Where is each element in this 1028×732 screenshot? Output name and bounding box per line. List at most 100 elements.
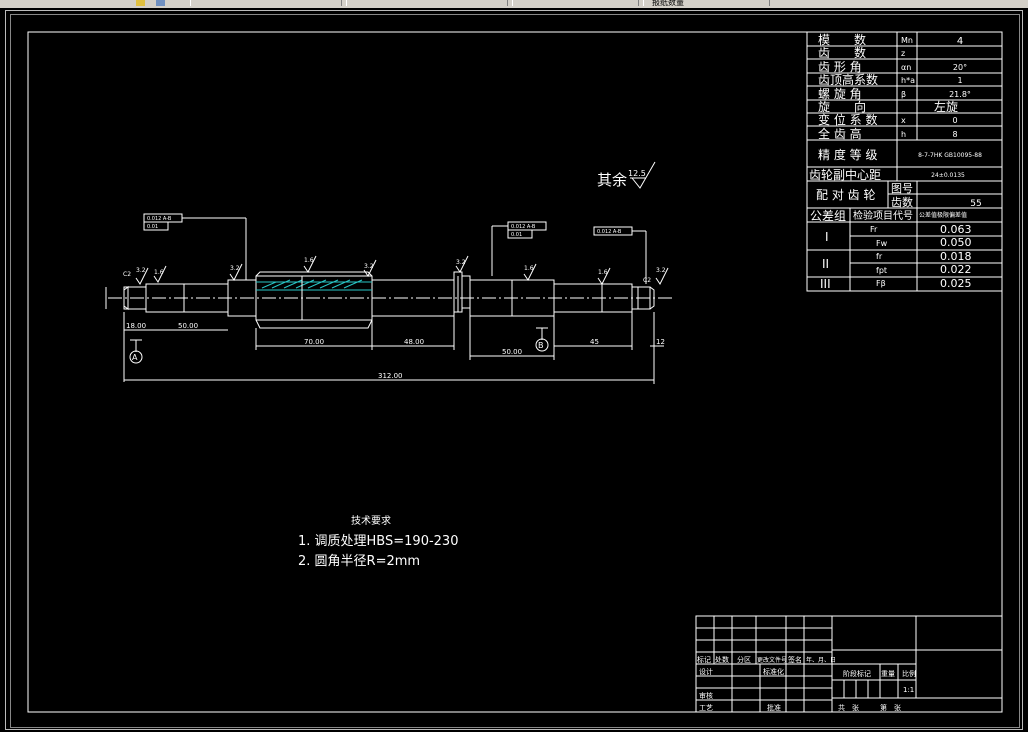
gear-row-6-val: 0 bbox=[952, 116, 957, 125]
roughness-1: 3.2 bbox=[136, 267, 146, 274]
roughness-2: 1.6 bbox=[154, 269, 164, 276]
toolbar-tab-4[interactable] bbox=[643, 0, 770, 6]
drawing-mid-frame bbox=[10, 14, 1020, 728]
shaft-drawing bbox=[108, 271, 672, 329]
gear-row-6-name: 变 位 系 数 bbox=[818, 112, 877, 127]
gear-row-0-sym: Mn bbox=[901, 36, 913, 45]
toolbar-icon-b[interactable] bbox=[156, 0, 165, 6]
toolbar-icon-a[interactable] bbox=[136, 0, 145, 6]
datum-a-label: A bbox=[132, 353, 138, 362]
dimension-lines bbox=[123, 312, 664, 384]
tol-group-II: II bbox=[822, 257, 829, 271]
gear-row-3-sym: h*a bbox=[901, 76, 915, 85]
rest-roughness-value: 12.5 bbox=[628, 169, 646, 178]
tol-val-1: 0.050 bbox=[940, 236, 972, 249]
tb-stage: 阶段标记 bbox=[843, 669, 871, 678]
toolbar-strip: 报纸数量 bbox=[0, 0, 1028, 8]
tb-mark: 标记 bbox=[697, 655, 711, 664]
gear-row-4-sym: β bbox=[901, 90, 906, 99]
tol-frame-1b: 0.01 bbox=[147, 224, 158, 230]
dim-70: 70.00 bbox=[304, 338, 324, 346]
toolbar-tab-label: 报纸数量 bbox=[652, 0, 684, 7]
tb-date: 年、月、日 bbox=[806, 656, 836, 664]
tol-frame-1a: 0.012 A-B bbox=[147, 216, 172, 222]
tb-sheet-total: 共 张 bbox=[838, 703, 859, 712]
gear-row-2-sym: αn bbox=[901, 63, 911, 72]
dim-18: 18.00 bbox=[126, 322, 146, 330]
dim-48: 48.00 bbox=[404, 338, 424, 346]
dim-12: 12 bbox=[656, 338, 665, 346]
tolerance-value-label: 公差值极限偏差值 bbox=[919, 211, 967, 219]
toolbar-tab-2[interactable] bbox=[346, 0, 508, 6]
gear-row-4-val: 21.8° bbox=[949, 90, 971, 99]
tol-code-4: Fβ bbox=[876, 279, 886, 288]
gear-row-0-val: 4 bbox=[957, 36, 963, 47]
gear-row-0-name: 模 数 bbox=[818, 32, 866, 47]
gear-row-6-sym: x bbox=[901, 116, 906, 125]
gear-row-2-val: 20° bbox=[953, 63, 967, 72]
tolerance-group-label: 公差组 bbox=[810, 209, 846, 223]
gear-hatching bbox=[261, 279, 363, 289]
center-distance-label: 齿轮副中心距 bbox=[809, 167, 881, 182]
dim-50-left: 50.00 bbox=[178, 322, 198, 330]
datum-markers bbox=[129, 327, 549, 364]
tolerance-frames bbox=[143, 213, 647, 284]
gear-row-4-name: 螺 旋 角 bbox=[818, 87, 862, 101]
tol-group-III: III bbox=[820, 277, 831, 291]
dim-total: 312.00 bbox=[378, 372, 403, 380]
tb-standard: 标准化 bbox=[763, 667, 784, 676]
gear-row-7-sym: h bbox=[901, 130, 906, 139]
gear-table-values: 4 20° 1 21.8° 左旋 0 8 bbox=[934, 36, 971, 139]
roughness-8: 1.6 bbox=[598, 269, 608, 276]
tb-sign: 签名 bbox=[788, 655, 802, 664]
inspection-item-label: 检验项目代号 bbox=[853, 209, 913, 222]
gear-table-text: 模 数 齿 数 齿 形 角 齿顶高系数 螺 旋 角 旋 向 变 位 系 数 全 … bbox=[818, 32, 878, 141]
tol-frame-3: 0.012 A-B bbox=[597, 229, 622, 235]
tol-val-3: 0.022 bbox=[940, 263, 972, 276]
mating-teeth-label: 齿数 bbox=[891, 196, 913, 209]
tech-req-title: 技术要求 bbox=[351, 514, 391, 527]
roughness-4: 1.6 bbox=[304, 257, 314, 264]
tech-req-item-1: 1. 调质处理HBS=190-230 bbox=[298, 534, 458, 549]
gear-row-2-name: 齿 形 角 bbox=[818, 60, 862, 74]
gear-row-7-val: 8 bbox=[952, 130, 957, 139]
gear-table-symbols: Mn z αn h*a β x h bbox=[901, 36, 915, 139]
title-block-text: 标记 处数 分区 更改文件号 签名 年、月、日 设计 标准化 审核 工艺 批准 … bbox=[697, 655, 916, 712]
gear-row-3-name: 齿顶高系数 bbox=[818, 72, 878, 87]
tech-req-item-2: 2. 圆角半径R=2mm bbox=[298, 554, 420, 569]
tol-frame-2a: 0.012 A-B bbox=[511, 224, 536, 230]
chamfer-right: C2 bbox=[643, 277, 651, 284]
tb-review: 审核 bbox=[699, 691, 713, 700]
tb-count: 处数 bbox=[715, 655, 729, 664]
center-distance-value: 24±0.0135 bbox=[931, 172, 965, 179]
title-block bbox=[695, 615, 1003, 713]
tb-zone: 分区 bbox=[737, 655, 751, 664]
tol-val-0: 0.063 bbox=[940, 223, 972, 236]
dimension-texts: 18.00 50.00 70.00 48.00 50.00 45 12 312.… bbox=[126, 322, 665, 380]
gear-row-3-val: 1 bbox=[957, 76, 962, 85]
toolbar-tab-3[interactable] bbox=[512, 0, 639, 6]
tb-scale: 比例 bbox=[902, 669, 916, 678]
tol-frame-2b: 0.01 bbox=[511, 232, 522, 238]
gear-row-1-sym: z bbox=[901, 49, 905, 58]
toolbar-tab-1[interactable] bbox=[190, 0, 342, 6]
dim-50-right: 50.00 bbox=[502, 348, 522, 356]
roughness-5: 3.2 bbox=[364, 263, 374, 270]
drawing-border bbox=[27, 31, 1003, 713]
precision-value: 8-7-7HK GB10095-88 bbox=[918, 152, 982, 159]
roughness-marks bbox=[135, 255, 669, 285]
roughness-7: 1.6 bbox=[524, 265, 534, 272]
tol-val-4: 0.025 bbox=[940, 277, 972, 290]
roughness-9: 3.2 bbox=[656, 267, 666, 274]
tb-scale-value: 1:1 bbox=[903, 686, 914, 694]
tol-val-2: 0.018 bbox=[940, 250, 972, 263]
gear-hatching-band bbox=[256, 281, 372, 291]
gear-row-5-name: 旋 向 bbox=[818, 99, 866, 114]
dim-45: 45 bbox=[590, 338, 599, 346]
rest-roughness-label: 其余 bbox=[597, 171, 627, 189]
datum-b-label: B bbox=[538, 341, 544, 350]
precision-label: 精 度 等 级 bbox=[818, 147, 877, 162]
tb-weight: 重量 bbox=[881, 670, 895, 678]
gear-row-5-val: 左旋 bbox=[934, 99, 958, 114]
